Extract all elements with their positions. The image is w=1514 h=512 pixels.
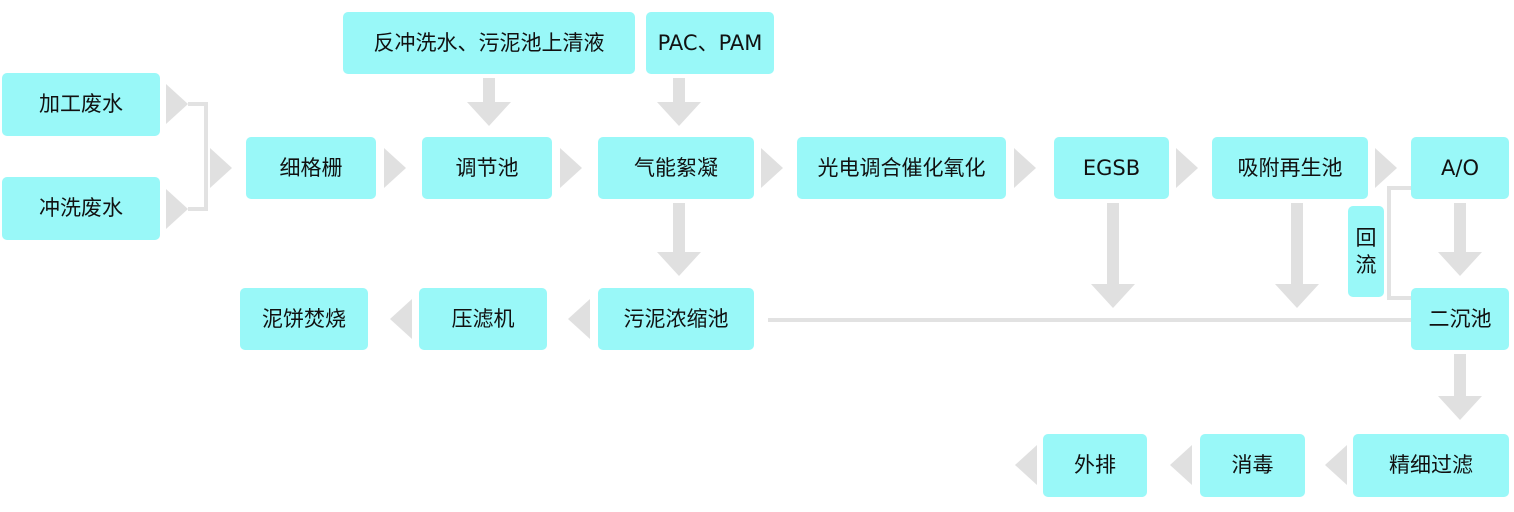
node-label: 加工废水 <box>39 92 123 116</box>
node-ao: A/O <box>1411 137 1509 199</box>
node-label: 压滤机 <box>451 306 515 331</box>
input-merge-bracket <box>188 102 208 211</box>
arrow-screen-to-regulating <box>384 148 406 188</box>
node-filter-press: 压滤机 <box>419 288 547 350</box>
arrow-oxidation-to-egsb <box>1014 148 1036 188</box>
node-label: 回流 <box>1355 226 1377 277</box>
node-label: 冲洗废水 <box>39 196 123 220</box>
node-regulating-tank: 调节池 <box>422 137 552 199</box>
arrow-regulating-to-flotation <box>560 148 582 188</box>
node-reflux: 回流 <box>1348 206 1384 297</box>
node-backwash-supernatant: 反冲洗水、污泥池上清液 <box>343 12 635 74</box>
arrow-flotation-sludge-down <box>657 203 701 276</box>
node-discharge: 外排 <box>1043 434 1147 497</box>
arrow-adsorption-to-ao <box>1375 148 1397 188</box>
node-washing-wastewater: 冲洗废水 <box>2 177 160 240</box>
node-secondary-clarifier: 二沉池 <box>1411 288 1509 350</box>
node-processing-wastewater: 加工废水 <box>2 73 160 136</box>
arrow-flotation-to-oxidation <box>761 148 783 188</box>
node-disinfection: 消毒 <box>1200 434 1305 497</box>
arrow-input2-to-bracket <box>166 189 188 229</box>
arrow-press-to-incineration <box>390 299 412 339</box>
node-label: 光电调合催化氧化 <box>817 155 986 180</box>
node-label: 吸附再生池 <box>1237 155 1343 180</box>
arrow-input1-to-bracket <box>166 84 188 124</box>
node-label: 二沉池 <box>1428 306 1492 331</box>
arrow-adsorption-sludge-down <box>1275 203 1319 308</box>
node-pac-pam: PAC、PAM <box>646 12 774 74</box>
arrow-thickener-to-press <box>568 299 590 339</box>
node-fine-filtration: 精细过滤 <box>1353 434 1509 497</box>
arrow-discharge-out <box>1015 445 1037 485</box>
node-label: 调节池 <box>455 155 519 180</box>
arrow-pacpam-down <box>657 78 701 126</box>
arrow-ao-to-clarifier <box>1438 203 1482 276</box>
arrow-clarifier-to-filtration <box>1438 354 1482 420</box>
arrow-supernatant-down <box>467 78 511 126</box>
arrow-disinfection-to-discharge <box>1170 445 1192 485</box>
node-label: 外排 <box>1074 453 1116 477</box>
node-label: 反冲洗水、污泥池上清液 <box>373 30 605 55</box>
node-air-flotation: 气能絮凝 <box>598 137 754 199</box>
node-photoelectric-oxidation: 光电调合催化氧化 <box>797 137 1006 199</box>
node-label: 泥饼焚烧 <box>262 306 346 331</box>
node-label: 精细过滤 <box>1389 453 1473 477</box>
arrow-egsb-sludge-down <box>1091 203 1135 308</box>
node-label: EGSB <box>1082 155 1141 180</box>
arrow-filtration-to-disinfection <box>1325 445 1347 485</box>
node-egsb: EGSB <box>1054 137 1169 199</box>
node-label: 气能絮凝 <box>634 155 718 180</box>
node-sludge-incineration: 泥饼焚烧 <box>240 288 368 350</box>
node-adsorption-regeneration: 吸附再生池 <box>1212 137 1368 199</box>
reflux-loop-line <box>1387 186 1411 300</box>
node-label: A/O <box>1441 155 1479 180</box>
node-label: 污泥浓缩池 <box>623 306 729 331</box>
node-label: PAC、PAM <box>657 30 763 55</box>
arrow-egsb-to-adsorption <box>1176 148 1198 188</box>
node-sludge-thickener: 污泥浓缩池 <box>598 288 754 350</box>
node-label: 消毒 <box>1231 453 1274 477</box>
arrow-to-fine-screen <box>210 148 232 188</box>
node-label: 细格栅 <box>279 155 343 180</box>
node-fine-screen: 细格栅 <box>246 137 376 199</box>
